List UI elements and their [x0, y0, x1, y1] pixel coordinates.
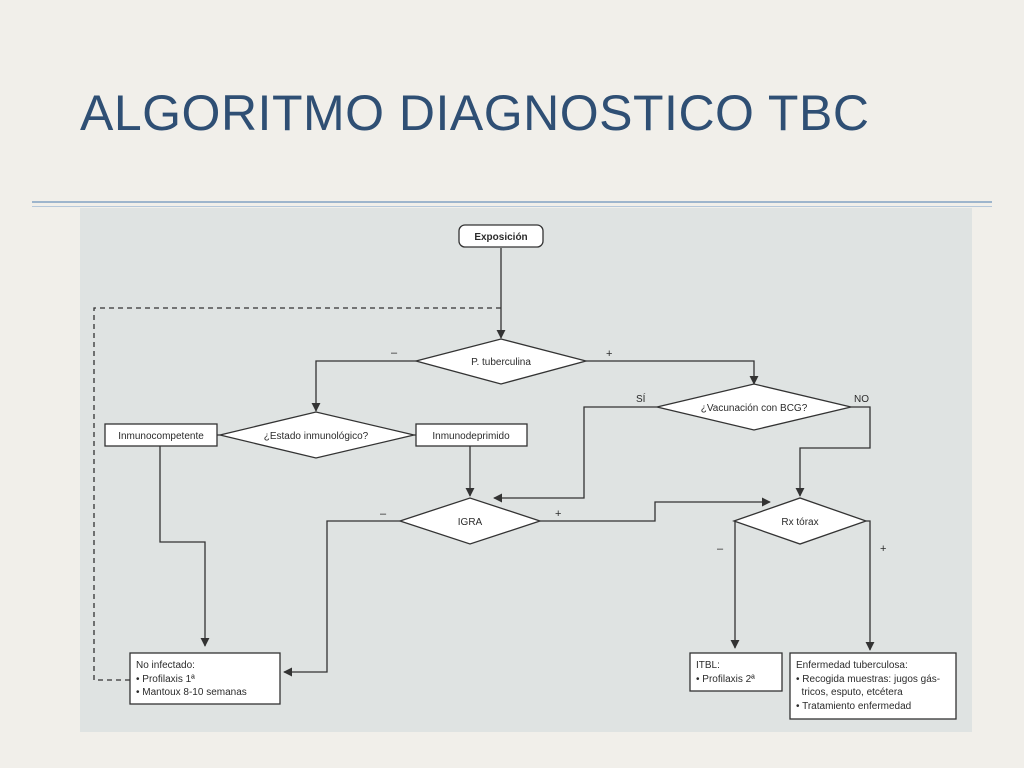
node-tuberculin: P. tuberculina [413, 338, 589, 385]
node-immunocompetent: Inmunocompetente [104, 423, 218, 447]
title-divider [32, 201, 992, 203]
node-tb-disease-title: Enfermedad tuberculosa: [796, 660, 908, 671]
node-vaccination: ¿Vacunación con BCG? [656, 383, 852, 431]
node-vaccination-label: ¿Vacunación con BCG? [701, 403, 808, 414]
edge-tuberculin-negative [311, 360, 416, 412]
label-vaccination-no: NO [854, 394, 869, 405]
edge-immunocompetent-notinfected [159, 446, 210, 647]
edge-tuberculin-positive [586, 360, 759, 385]
edge-feedback-dashed [93, 307, 501, 681]
slide-title: ALGORITMO DIAGNOSTICO TBC [80, 85, 870, 141]
node-not-infected-item: • Mantoux 8-10 semanas [136, 687, 247, 698]
node-ltbi: ITBL: • Profilaxis 2ª [689, 652, 783, 692]
node-tb-disease-item: • Recogida muestras: jugos gás- [796, 674, 940, 685]
diagnostic-flowchart: Exposición P. tuberculina ¿Estado inmuno… [80, 208, 972, 732]
node-immunocompetent-label: Inmunocompetente [118, 431, 204, 442]
label-igra-positive: + [555, 508, 561, 520]
node-not-infected-title: No infectado: [136, 660, 195, 671]
node-exposure-label: Exposición [474, 232, 527, 243]
label-tuberculin-positive: + [606, 348, 612, 360]
edge-igra-negative [283, 520, 400, 677]
node-not-infected-item: • Profilaxis 1ª [136, 674, 195, 685]
node-xray-label: Rx tórax [781, 517, 818, 528]
title-divider-secondary [32, 206, 992, 207]
label-vaccination-yes: SÍ [636, 392, 646, 405]
node-immune-status: ¿Estado inmunológico? [219, 411, 415, 459]
node-tb-disease: Enfermedad tuberculosa: • Recogida muest… [789, 652, 957, 720]
node-igra-label: IGRA [458, 517, 483, 528]
label-tuberculin-negative: – [391, 347, 398, 359]
edge-xray-positive [865, 520, 875, 651]
edge-igra-positive [540, 497, 771, 522]
edge-vacc-no-xray [795, 406, 871, 497]
node-exposure: Exposición [458, 224, 544, 248]
node-igra: IGRA [397, 497, 543, 545]
node-tb-disease-item: • Tratamiento enfermedad [796, 701, 911, 712]
edge-vacc-yes-igra [493, 406, 657, 503]
node-immunodepressed-label: Inmunodeprimido [432, 431, 510, 442]
node-immune-status-label: ¿Estado inmunológico? [264, 431, 369, 442]
node-ltbi-item: • Profilaxis 2ª [696, 674, 755, 685]
node-tb-disease-item: tricos, esputo, etcétera [796, 687, 903, 698]
node-tuberculin-label: P. tuberculina [471, 357, 531, 368]
label-xray-negative: – [717, 543, 724, 555]
edge-labels: – + SÍ NO – + – + [380, 347, 886, 555]
node-immunodepressed: Inmunodeprimido [415, 423, 528, 447]
node-ltbi-title: ITBL: [696, 660, 720, 671]
node-xray: Rx tórax [732, 497, 868, 545]
flow-connectors [93, 248, 875, 681]
label-igra-negative: – [380, 508, 387, 520]
label-xray-positive: + [880, 543, 886, 555]
node-not-infected: No infectado: • Profilaxis 1ª • Mantoux … [129, 652, 281, 705]
